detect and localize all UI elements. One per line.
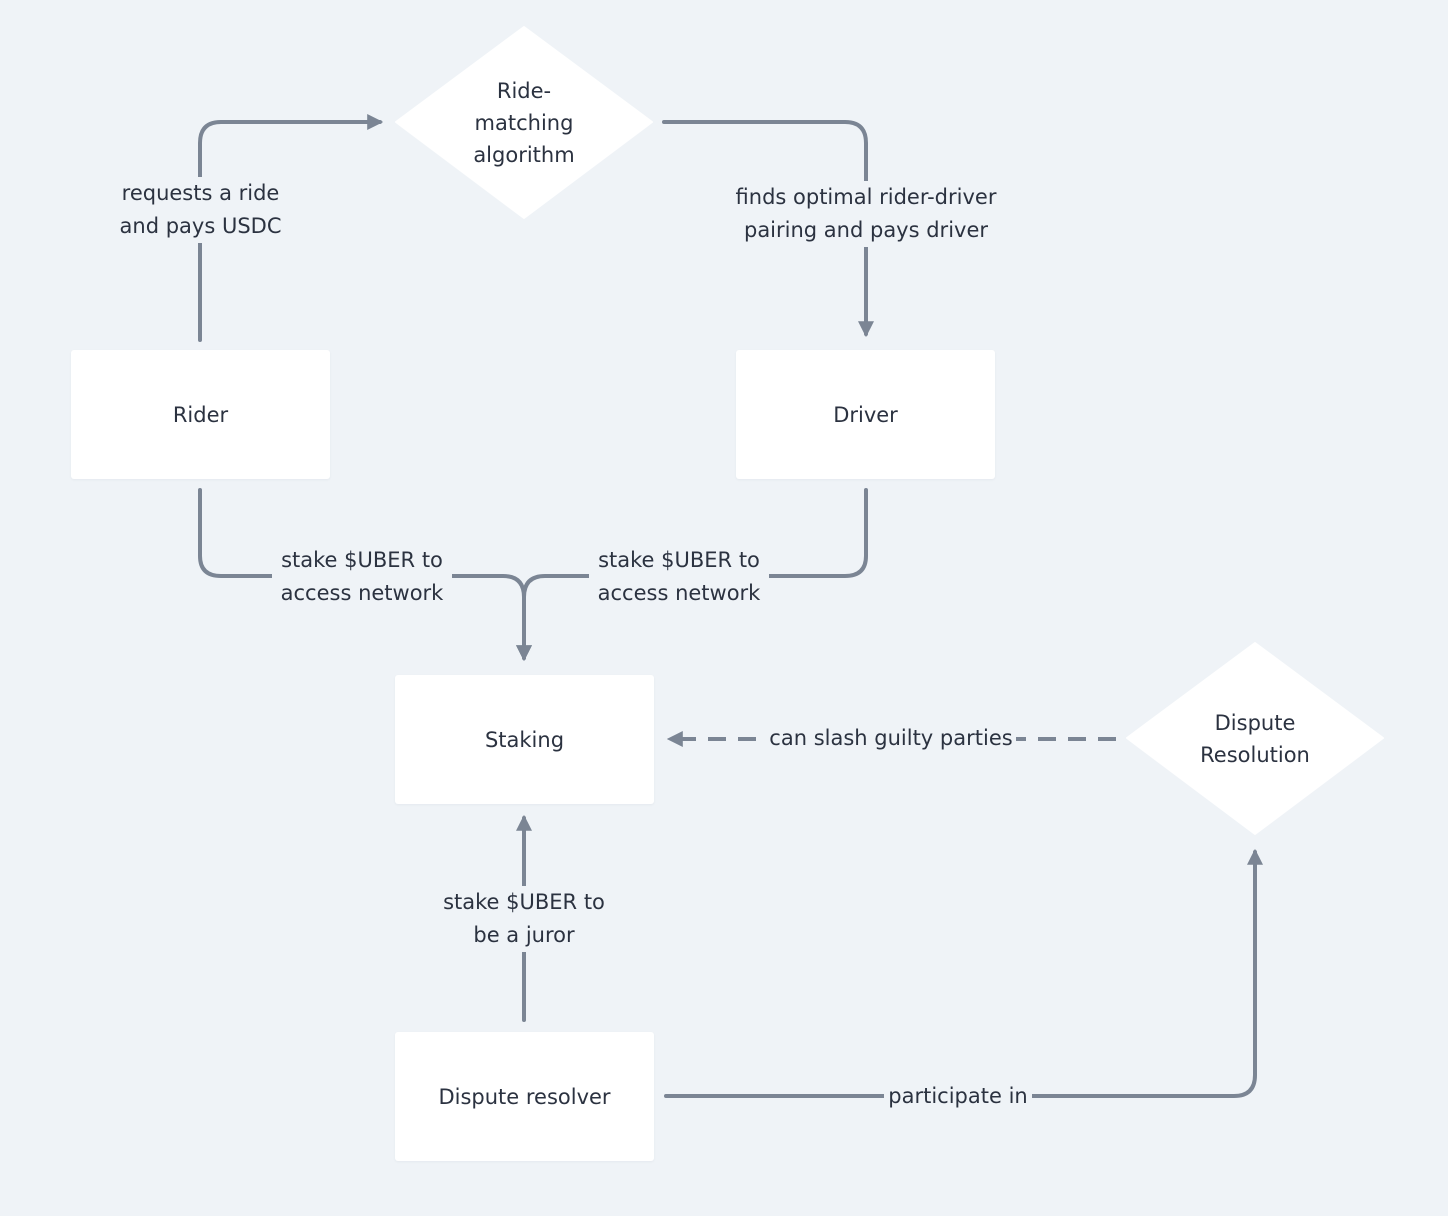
driver-label: Driver [833,402,898,427]
dispute-resolution-line-1: Dispute [1214,711,1296,735]
dispute-resolver-label: Dispute resolver [438,1084,611,1109]
edge-label-rider-to-matching: requests a ride and pays USDC [110,177,291,243]
edge-matching-to-driver [662,120,874,338]
edge-label-line: stake $UBER to [281,548,443,572]
edge-label-matching-to-driver: finds optimal rider-driver pairing and p… [722,181,1010,247]
dispute-resolution-label: Dispute Resolution [1171,706,1339,772]
dispute-resolution-diamond[interactable] [1126,642,1384,835]
edge-label-line: finds optimal rider-driver [735,185,997,209]
ride-matching-label: Ride- matching algorithm [440,74,608,171]
edge-label-resolver-to-staking: stake $UBER to be a juror [434,886,614,952]
edge-label-line: be a juror [473,923,575,947]
edge-label-line: and pays USDC [119,214,282,238]
edge-label-line: participate in [888,1084,1028,1108]
ride-matching-line-3: algorithm [473,142,575,167]
ride-matching-line-2: matching [474,110,574,135]
rider-node[interactable]: Rider [71,350,330,479]
edge-label-line: requests a ride [121,181,280,205]
rider-label: Rider [172,402,229,427]
edge-label-line: stake $UBER to [598,548,760,572]
staking-label: Staking [484,727,565,752]
dispute-resolver-node[interactable]: Dispute resolver [395,1032,654,1161]
edge-resolver-to-resolution [664,848,1263,1098]
edge-label-line: access network [597,581,761,605]
staking-node[interactable]: Staking [395,675,654,804]
edge-label-resolution-to-staking: can slash guilty parties [766,722,1016,755]
edge-label-line: can slash guilty parties [769,726,1013,750]
edge-label-line: stake $UBER to [443,890,605,914]
edge-label-driver-to-staking: stake $UBER to access network [589,544,769,610]
edge-rider-to-matching [198,114,384,342]
edge-label-resolver-to-resolution: participate in [884,1080,1032,1113]
edge-label-line: pairing and pays driver [743,218,989,242]
driver-node[interactable]: Driver [736,350,995,479]
ride-matching-diamond[interactable] [395,26,653,219]
edge-label-rider-to-staking: stake $UBER to access network [272,544,452,610]
dispute-resolution-line-2: Resolution [1200,743,1310,767]
edge-label-line: access network [280,581,444,605]
ride-matching-line-1: Ride- [496,78,552,103]
